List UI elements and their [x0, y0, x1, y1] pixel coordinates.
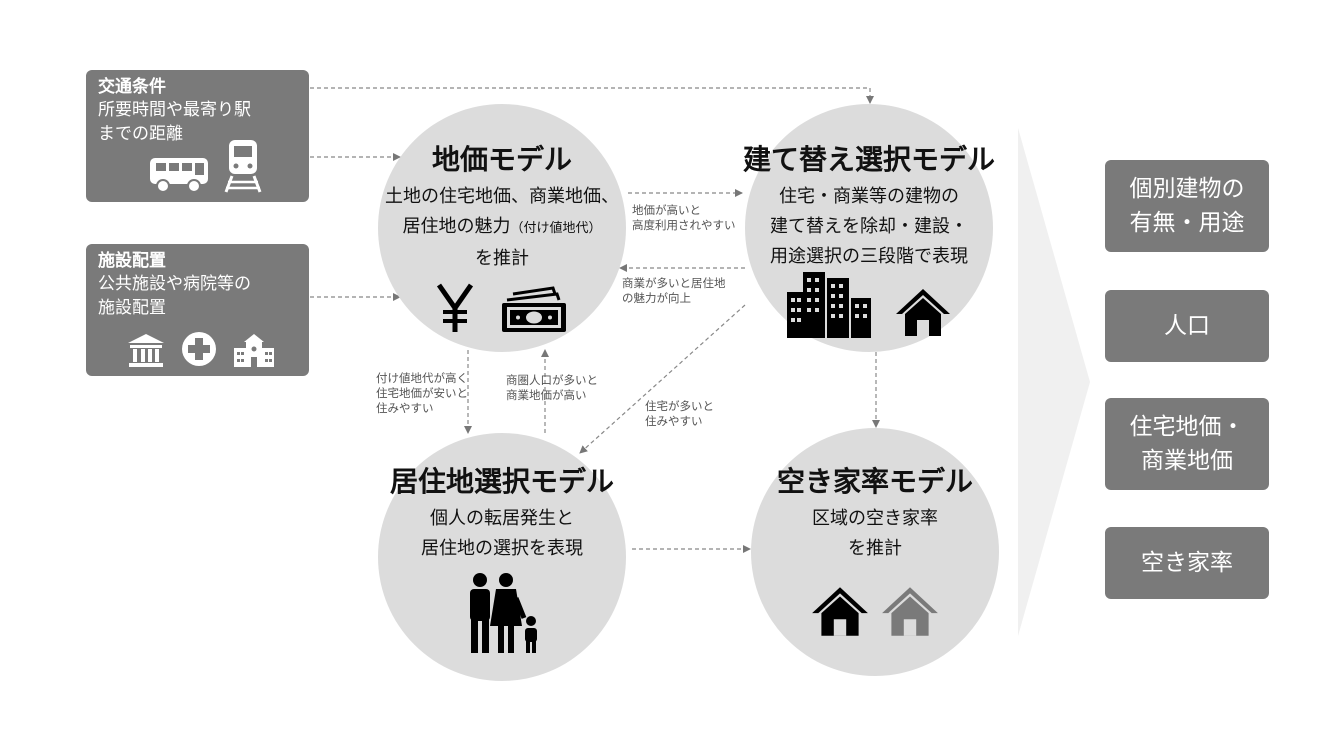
- land-price-desc-line2-main: 居住地の魅力: [402, 216, 511, 237]
- label-land-to-residence-line3: 住みやすい: [376, 401, 434, 415]
- rebuild-icons: [745, 270, 993, 338]
- facility-desc-line1: 公共施設や病院等の: [98, 274, 251, 294]
- output-box-land-price: 住宅地価・ 商業地価: [1105, 398, 1269, 490]
- rebuild-desc-line2: 建て替えを除却・建設・: [770, 216, 968, 237]
- label-rebuild-to-residence: 住宅が多いと 住みやすい: [645, 399, 714, 429]
- land-price-desc-line2: 居住地の魅力（付け値地代）: [358, 212, 646, 244]
- transport-desc-line1: 所要時間や最寄り駅: [98, 100, 251, 120]
- yen-icon: [436, 283, 474, 332]
- label-land-to-rebuild-line2: 高度利用されやすい: [632, 218, 736, 232]
- rebuild-desc-line3: 用途選択の三段階で表現: [770, 246, 968, 267]
- input-transport-box: 交通条件 所要時間や最寄り駅 までの距離: [86, 70, 309, 202]
- vacancy-desc-line2: を推計: [848, 538, 902, 559]
- family-icon: [470, 573, 537, 653]
- label-land-to-residence-line1: 付け値地代が高く: [376, 371, 468, 385]
- facility-desc-line2: 施設配置: [98, 298, 166, 318]
- land-price-model-title: 地価モデル: [431, 143, 572, 176]
- vacancy-model-desc: 区域の空き家率 を推計: [751, 504, 999, 564]
- train-icon: [224, 140, 262, 193]
- output-vacancy-line1: 空き家率: [1141, 550, 1233, 576]
- output-box-vacancy: 空き家率: [1105, 527, 1269, 599]
- residence-icons: [378, 572, 626, 654]
- vacancy-model-circle: [751, 428, 999, 676]
- bus-icon: [150, 158, 208, 193]
- label-rebuild-to-land-line1: 商業が多いと居住地: [622, 276, 726, 290]
- land-price-desc-line3: を推計: [475, 248, 529, 269]
- output-box-building: 個別建物の 有無・用途: [1105, 160, 1269, 252]
- input-facility-box: 施設配置 公共施設や病院等の 施設配置: [86, 244, 309, 376]
- arrow-rebuild-to-residence: [579, 304, 746, 454]
- output-building-line2: 有無・用途: [1129, 210, 1245, 236]
- hospital-icon: [182, 332, 216, 366]
- rebuild-model-title: 建て替え選択モデル: [742, 143, 995, 176]
- label-land-to-rebuild: 地価が高いと 高度利用されやすい: [632, 203, 736, 233]
- facility-title: 施設配置: [98, 251, 166, 271]
- house-icon: [896, 289, 950, 336]
- arrow-transport-to-rebuild: [310, 87, 874, 104]
- label-residence-to-land: 商圏人口が多いと 商業地価が高い: [506, 373, 598, 403]
- land-price-desc-line2-note: （付け値地代）: [510, 221, 602, 236]
- output-land-price-line2: 商業地価: [1141, 448, 1233, 474]
- label-rebuild-to-residence-line1: 住宅が多いと: [645, 399, 714, 413]
- label-land-to-residence-line2: 住宅地価が安いと: [376, 386, 468, 400]
- vacancy-model-title: 空き家率モデル: [776, 465, 973, 498]
- land-price-desc-line1: 土地の住宅地価、商業地価、: [385, 186, 619, 207]
- public-building-icon: [128, 334, 164, 367]
- label-rebuild-to-land-line2: の魅力が向上: [622, 291, 691, 305]
- label-residence-to-land-line2: 商業地価が高い: [506, 388, 587, 402]
- buildings-icon: [787, 272, 871, 338]
- land-price-model-desc: 土地の住宅地価、商業地価、 居住地の魅力（付け値地代） を推計: [358, 182, 646, 274]
- label-rebuild-to-residence-line2: 住みやすい: [645, 414, 703, 428]
- rebuild-model-desc: 住宅・商業等の建物の 建て替えを除却・建設・ 用途選択の三段階で表現: [729, 182, 1009, 272]
- output-building-line1: 個別建物の: [1129, 176, 1245, 202]
- residence-desc-line1: 個人の転居発生と: [430, 508, 574, 529]
- residence-model-title: 居住地選択モデル: [389, 465, 614, 498]
- transport-title: 交通条件: [98, 77, 166, 97]
- land-price-icons: [378, 282, 626, 334]
- money-icon: [502, 286, 566, 332]
- vacancy-desc-line1: 区域の空き家率: [812, 508, 938, 529]
- output-box-population: 人口: [1105, 290, 1269, 362]
- output-population-line1: 人口: [1164, 313, 1210, 339]
- house-occupied-icon: [812, 587, 868, 636]
- label-residence-to-land-line1: 商圏人口が多いと: [506, 373, 598, 387]
- vacancy-icons: [751, 584, 999, 638]
- output-chevron: [1018, 128, 1090, 636]
- rebuild-desc-line1: 住宅・商業等の建物の: [779, 186, 959, 207]
- residence-model-desc: 個人の転居発生と 居住地の選択を表現: [362, 504, 642, 564]
- transport-desc-line2: までの距離: [98, 124, 183, 144]
- output-land-price-line1: 住宅地価・: [1129, 414, 1245, 440]
- school-icon: [234, 334, 274, 367]
- label-land-to-residence: 付け値地代が高く 住宅地価が安いと 住みやすい: [376, 371, 468, 416]
- residence-desc-line2: 居住地の選択を表現: [421, 538, 583, 559]
- label-land-to-rebuild-line1: 地価が高いと: [632, 203, 701, 217]
- label-rebuild-to-land: 商業が多いと居住地 の魅力が向上: [622, 276, 726, 306]
- house-vacant-icon: [882, 587, 938, 636]
